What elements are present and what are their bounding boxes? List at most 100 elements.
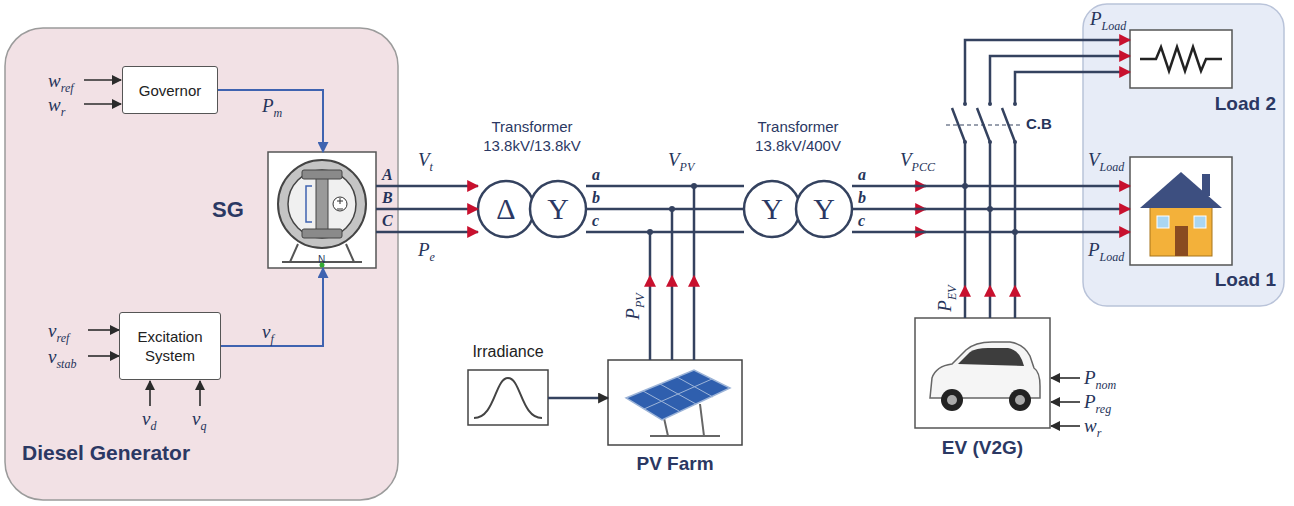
signal-name: Preg — [1084, 392, 1111, 411]
generator-symbol — [268, 152, 376, 268]
synchronous-generator: SG — [210, 152, 376, 268]
house-picture — [1130, 157, 1232, 265]
symbol: a — [858, 166, 866, 183]
transformer-winding — [530, 181, 586, 237]
solar-panel-picture — [608, 360, 742, 445]
symbol: V — [900, 149, 912, 170]
house-picture — [1150, 206, 1212, 256]
signal-name: VPCC — [900, 150, 935, 169]
signal-name: wr — [48, 95, 65, 114]
load-panel-ground — [1083, 4, 1284, 306]
control-signal — [221, 268, 323, 346]
diesel-panel-ground — [5, 28, 398, 500]
signal-name: vref — [48, 321, 69, 340]
node-title: Transformer 13.8kV/400V — [744, 117, 852, 155]
ev-and-breaker-feeder — [965, 40, 1130, 104]
generator-symbol — [268, 152, 376, 268]
pv-feeder — [693, 186, 696, 360]
input-arrow — [84, 79, 121, 81]
bus-junction — [647, 102, 1018, 235]
control-signal — [218, 90, 323, 152]
subscript: PV — [680, 160, 695, 174]
ev-and-breaker-feeder — [990, 56, 1130, 104]
symbol: P — [934, 300, 955, 312]
symbol: P — [1084, 367, 1096, 388]
input-arrow — [149, 381, 151, 406]
electric-car-picture — [915, 318, 1050, 428]
irradiance-curve — [474, 378, 542, 418]
electric-car-picture — [1015, 395, 1025, 405]
subscript: EV — [945, 285, 959, 300]
power-line — [586, 208, 744, 211]
winding-symbol: Y — [530, 191, 586, 227]
solar-panel-picture — [626, 370, 730, 420]
phase-label: B — [382, 190, 393, 206]
bus-junction — [963, 140, 967, 144]
generator-symbol — [306, 186, 312, 222]
power-line — [852, 208, 1130, 211]
symbol: a — [592, 166, 600, 183]
symbol: C.B — [1026, 115, 1052, 132]
solar-panel-picture — [608, 360, 742, 445]
ev-and-breaker-feeder — [1015, 72, 1130, 104]
input-arrow — [1051, 425, 1080, 427]
subscript: reg — [1096, 402, 1112, 416]
symbol: v — [48, 320, 56, 341]
signal-name: vq — [192, 409, 206, 428]
transformer: Transformer 13.8kV/13.8kVΔY — [478, 117, 586, 240]
electric-car-picture — [915, 318, 1050, 428]
input-arrow — [1051, 401, 1080, 403]
subscript: f — [270, 332, 273, 346]
subscript: q — [200, 419, 206, 433]
symbol: v — [142, 408, 150, 429]
input-arrow — [84, 103, 121, 105]
input-arrow — [1051, 377, 1080, 379]
phase-label: N — [318, 250, 325, 266]
phase-label: C — [382, 213, 393, 229]
symbol: w — [48, 94, 61, 115]
symbol: v — [192, 408, 200, 429]
transformer-winding — [478, 181, 852, 237]
resistive-load: Load 2 — [1130, 30, 1276, 116]
phase-label: c — [592, 213, 599, 229]
house-picture — [1194, 216, 1206, 228]
subscript: ref — [61, 81, 74, 95]
breaker-linkage — [946, 124, 1021, 125]
symbol: v — [48, 346, 56, 367]
ev-and-breaker-feeder — [952, 40, 1130, 318]
subscript: PV — [633, 293, 647, 308]
signal-name: PLoad — [1088, 240, 1124, 259]
diesel-panel-ground — [5, 28, 398, 500]
node-title: Transformer 13.8kV/13.8kV — [478, 117, 586, 155]
load-panel-ground — [1083, 4, 1284, 306]
pv-feeder — [650, 186, 694, 360]
phase-label: b — [858, 190, 866, 206]
symbol: b — [858, 189, 866, 206]
signal-name: vd — [142, 409, 156, 428]
bus-junction — [1013, 102, 1017, 106]
phase-label: A — [382, 167, 393, 183]
irradiance-curve — [468, 370, 548, 425]
generator-symbol — [316, 176, 328, 232]
resistor-symbol — [1140, 47, 1222, 71]
node-title: EV (V2G) — [915, 436, 1050, 460]
symbol: V — [1088, 149, 1100, 170]
subscript: PCC — [912, 160, 935, 174]
power-line — [586, 231, 744, 234]
symbol: P — [1084, 391, 1096, 412]
power-line — [548, 397, 608, 400]
signal-name: PPV — [623, 293, 642, 319]
symbol: A — [382, 166, 393, 183]
signal-name: Pe — [418, 240, 435, 259]
signal-name: Pnom — [1084, 368, 1116, 387]
subscript: nom — [1096, 378, 1117, 392]
node-title: SG — [212, 196, 268, 224]
pv-feeder — [649, 232, 652, 360]
subscript: Load — [1100, 250, 1125, 264]
house-picture — [1175, 226, 1188, 256]
phase-label: C.B — [1026, 116, 1052, 132]
subscript: Load — [1100, 160, 1125, 174]
irradiance-profile: Irradiance — [468, 340, 548, 425]
house-picture — [1157, 216, 1169, 228]
electric-car-picture — [1009, 389, 1031, 411]
